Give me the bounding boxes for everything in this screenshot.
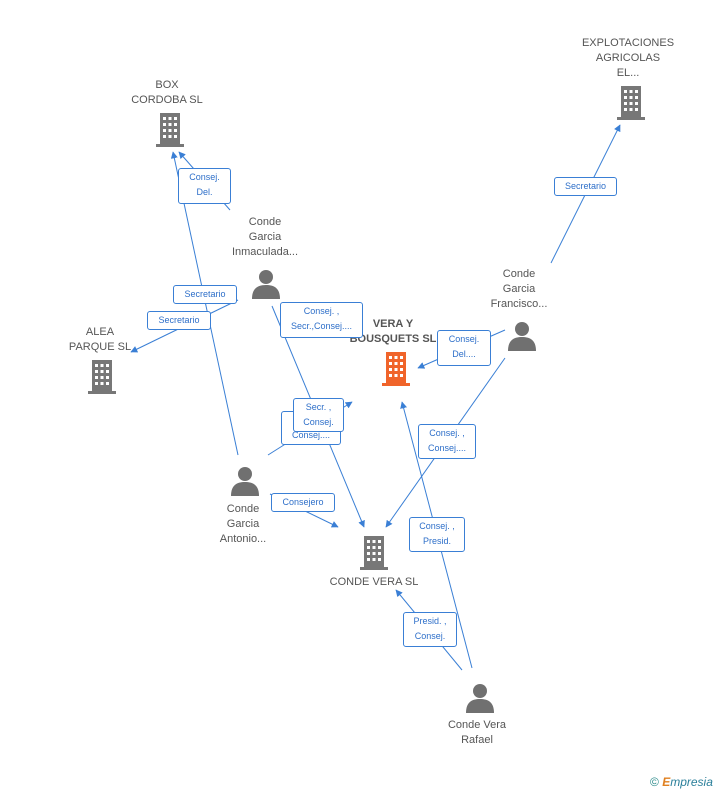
- edge-label-secretario-explot[interactable]: Secretario: [554, 177, 617, 196]
- edge-label-consej-del-vera[interactable]: Consej. Del....: [437, 330, 491, 366]
- edge-label-consejero[interactable]: Consejero: [271, 493, 335, 512]
- edge-label-presid-consej[interactable]: Presid. , Consej.: [403, 612, 457, 647]
- edge-label-consej-consej[interactable]: Consej. , Consej....: [418, 424, 476, 459]
- node-label-inmaculada: Conde Garcia Inmaculada...: [231, 216, 299, 258]
- edge-label-consej-del-box[interactable]: Consej. Del.: [178, 168, 231, 204]
- person-icon[interactable]: [465, 683, 495, 713]
- empresia-watermark: © Empresia: [650, 775, 713, 789]
- person-icon[interactable]: [230, 466, 260, 496]
- edge-label-secr-consej[interactable]: Secr. , Consej.: [293, 398, 344, 432]
- person-icon[interactable]: [251, 269, 281, 299]
- building-icon[interactable]: [380, 352, 412, 386]
- node-label-rafael: Conde Vera Rafael: [447, 719, 507, 746]
- edge-label-consej-presid[interactable]: Consej. , Presid.: [409, 517, 465, 552]
- node-label-conde-vera-sl: CONDE VERA SL: [329, 576, 419, 588]
- node-label-box-cordoba: BOX CORDOBA SL: [131, 79, 203, 106]
- brand-logo-e: E: [662, 775, 671, 789]
- node-label-vera-bousquets: VERA Y BOUSQUETS SL: [349, 318, 437, 345]
- person-icon[interactable]: [507, 321, 537, 351]
- edge-label-secretario-alea[interactable]: Secretario: [147, 311, 211, 330]
- building-icon[interactable]: [154, 113, 186, 147]
- building-icon[interactable]: [358, 536, 390, 570]
- copyright-symbol: ©: [650, 775, 659, 789]
- node-label-francisco: Conde Garcia Francisco...: [490, 268, 548, 310]
- building-icon[interactable]: [615, 86, 647, 120]
- edge-label-consej-secr[interactable]: Consej. , Secr.,Consej....: [280, 302, 363, 338]
- node-label-explotaciones: EXPLOTACIONES AGRICOLAS EL...: [581, 37, 675, 79]
- brand-name: mpresia: [670, 775, 713, 789]
- building-icon[interactable]: [86, 360, 118, 394]
- edge-label-secretario-box[interactable]: Secretario: [173, 285, 237, 304]
- node-label-antonio: Conde Garcia Antonio...: [219, 503, 267, 545]
- node-label-alea-parque: ALEA PARQUE SL: [68, 326, 132, 353]
